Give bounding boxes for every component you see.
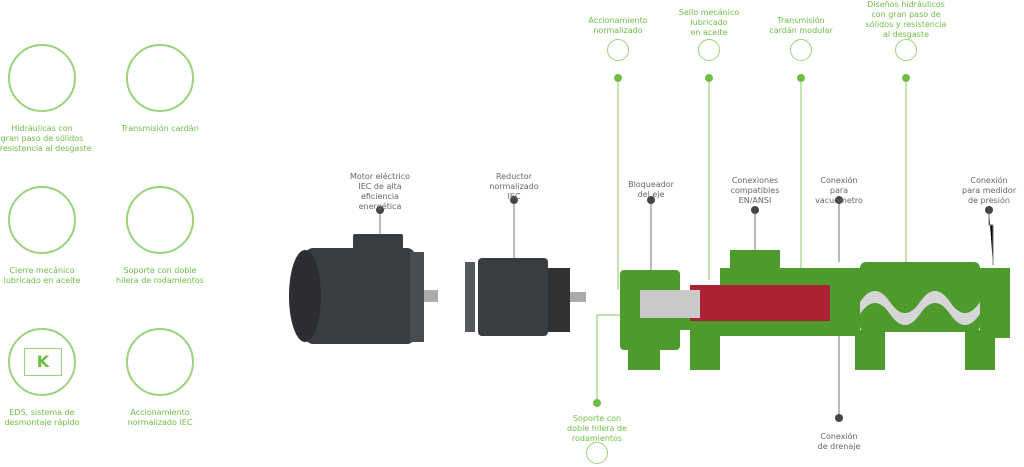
pump-body — [620, 250, 1010, 370]
shaft-lock-label: Bloqueador del eje — [628, 180, 674, 199]
bearing-icon — [586, 442, 608, 464]
callout-cardan: Transmisión cardán modular — [769, 16, 833, 35]
bearing-support-label: Soporte con doble hilera de rodamientos — [567, 414, 627, 443]
bearing-icon — [126, 186, 194, 254]
motor-label: Motor eléctrico IEC de alta eficiencia e… — [349, 172, 411, 211]
feature-label: Accionamiento normalizado IEC — [127, 408, 193, 427]
vacuum-connection-label: Conexión para vacuómetro — [815, 176, 863, 205]
iec-flange-icon — [126, 328, 194, 396]
feature-label: EDS, sistema de desmontaje rápido — [4, 408, 80, 427]
screw-rotor-icon — [895, 39, 917, 61]
screw-rotor-icon — [8, 44, 76, 112]
callout-hydraulics: Diseños hidráulicos con gran paso de sól… — [865, 0, 947, 39]
cardan-joint-icon — [790, 39, 812, 61]
cardan-joint-icon — [126, 44, 194, 112]
reducer — [465, 258, 586, 336]
callout-drive: Accionamiento normalizado — [588, 16, 648, 35]
pressure-connection-label: Conexión para medidor de presión — [962, 176, 1016, 205]
callout-seal: Sello mecánico lubricado en aceite — [678, 8, 740, 37]
feature-label: Transmisión cardán — [121, 124, 199, 133]
connections-label: Conexiones compatibles EN/ANSI — [730, 176, 780, 205]
drain-connection-label: Conexión de drenaje — [817, 432, 861, 451]
eds-k-icon: K — [8, 328, 76, 396]
feature-label: Cierre mecánico lubricado en aceite — [3, 266, 81, 285]
feature-label: Hidráulicas con gran paso de sólidos y r… — [0, 124, 92, 153]
callout-lines — [596, 78, 907, 400]
mechanical-seal-icon — [698, 39, 720, 61]
iec-flange-icon — [607, 39, 629, 61]
motor — [289, 234, 438, 344]
mechanical-seal-icon — [8, 186, 76, 254]
reducer-label: Reductor normalizado IEC — [489, 172, 539, 201]
feature-label: Soporte con doble hilera de rodamientos — [116, 266, 204, 285]
